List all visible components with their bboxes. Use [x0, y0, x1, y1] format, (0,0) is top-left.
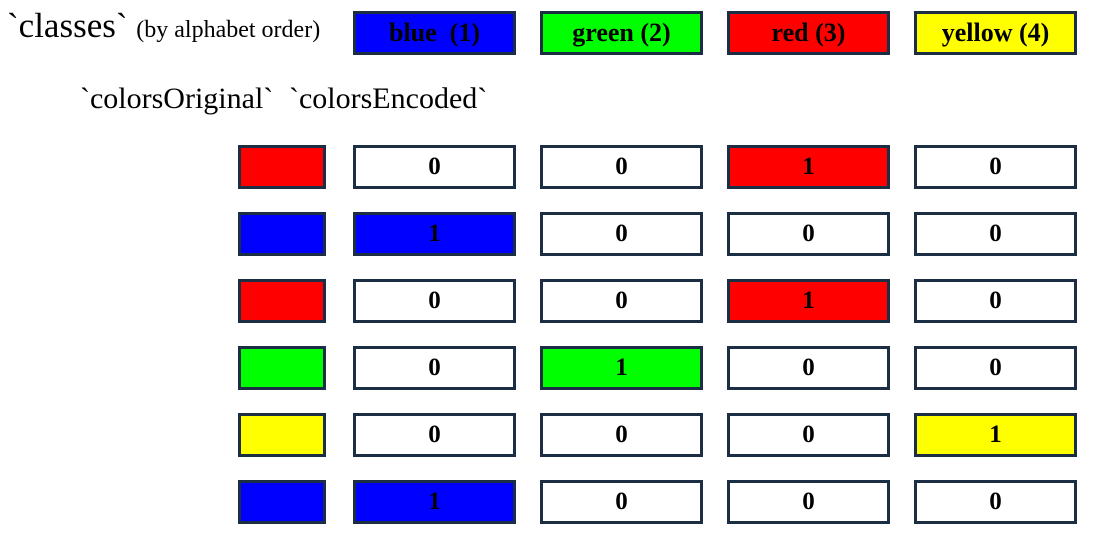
- encoded-value: 0: [989, 488, 1002, 515]
- class-box-yellow: yellow (4): [914, 11, 1077, 55]
- original-color-swatch: [238, 346, 326, 390]
- colors-original-label: `colorsOriginal`: [80, 82, 274, 115]
- encoded-cell: 1: [540, 346, 703, 390]
- encoded-value: 0: [989, 354, 1002, 381]
- class-box-red: red (3): [727, 11, 890, 55]
- classes-title-code: `classes`: [7, 6, 128, 45]
- encoded-cell: 1: [727, 279, 890, 323]
- class-box-red-label: red (3): [771, 18, 846, 47]
- encoded-cell: 0: [914, 145, 1077, 189]
- class-box-yellow-label: yellow (4): [941, 18, 1050, 47]
- class-box-blue: blue (1): [353, 11, 516, 55]
- table-row: 0 0 1 0: [0, 145, 1104, 189]
- class-box-blue-label: blue (1): [389, 18, 480, 47]
- encoded-value: 0: [802, 421, 815, 448]
- encoded-cell: 1: [353, 480, 516, 524]
- encoded-cell: 0: [914, 480, 1077, 524]
- classes-title-note: (by alphabet order): [136, 17, 321, 43]
- encoded-cell: 0: [353, 279, 516, 323]
- encoded-cell: 1: [914, 413, 1077, 457]
- encoded-value: 0: [802, 220, 815, 247]
- class-box-green: green (2): [540, 11, 703, 55]
- table-row: 1 0 0 0: [0, 212, 1104, 256]
- original-color-swatch: [238, 413, 326, 457]
- encoded-value: 1: [428, 488, 441, 515]
- classes-title: `classes` (by alphabet order): [7, 6, 320, 46]
- encoded-value: 0: [428, 421, 441, 448]
- encoded-cell: 0: [353, 145, 516, 189]
- encoded-cell: 0: [540, 212, 703, 256]
- encoded-cell: 0: [727, 346, 890, 390]
- encoded-value: 0: [428, 354, 441, 381]
- encoded-cell: 0: [914, 279, 1077, 323]
- colors-encoded-label: `colorsEncoded`: [289, 82, 488, 115]
- class-box-green-label: green (2): [572, 18, 671, 47]
- encoded-value: 0: [802, 354, 815, 381]
- encoded-cell: 0: [727, 413, 890, 457]
- encoded-value: 1: [428, 220, 441, 247]
- encoded-cell: 1: [353, 212, 516, 256]
- encoded-cell: 0: [540, 145, 703, 189]
- encoded-cell: 0: [540, 480, 703, 524]
- original-color-swatch: [238, 279, 326, 323]
- encoded-value: 0: [615, 488, 628, 515]
- encoded-cell: 0: [914, 212, 1077, 256]
- encoded-value: 1: [802, 153, 815, 180]
- encoded-value: 0: [615, 153, 628, 180]
- encoded-cell: 0: [353, 413, 516, 457]
- encoded-value: 0: [615, 220, 628, 247]
- encoded-value: 0: [428, 153, 441, 180]
- table-row: 1 0 0 0: [0, 480, 1104, 524]
- table-row: 0 0 1 0: [0, 279, 1104, 323]
- original-color-swatch: [238, 145, 326, 189]
- encoded-value: 1: [989, 421, 1002, 448]
- encoded-cell: 0: [727, 212, 890, 256]
- original-color-swatch: [238, 212, 326, 256]
- encoded-value: 0: [802, 488, 815, 515]
- encoded-cell: 0: [727, 480, 890, 524]
- encoded-cell: 1: [727, 145, 890, 189]
- table-row: 0 1 0 0: [0, 346, 1104, 390]
- encoded-value: 1: [615, 354, 628, 381]
- encoded-cell: 0: [914, 346, 1077, 390]
- encoded-cell: 0: [353, 346, 516, 390]
- encoded-value: 0: [989, 153, 1002, 180]
- encoded-value: 0: [989, 220, 1002, 247]
- encoded-value: 0: [615, 287, 628, 314]
- encoded-value: 0: [428, 287, 441, 314]
- encoded-value: 0: [989, 287, 1002, 314]
- table-row: 0 0 0 1: [0, 413, 1104, 457]
- encoded-value: 0: [615, 421, 628, 448]
- encoded-cell: 0: [540, 279, 703, 323]
- original-color-swatch: [238, 480, 326, 524]
- encoded-value: 1: [802, 287, 815, 314]
- encoded-cell: 0: [540, 413, 703, 457]
